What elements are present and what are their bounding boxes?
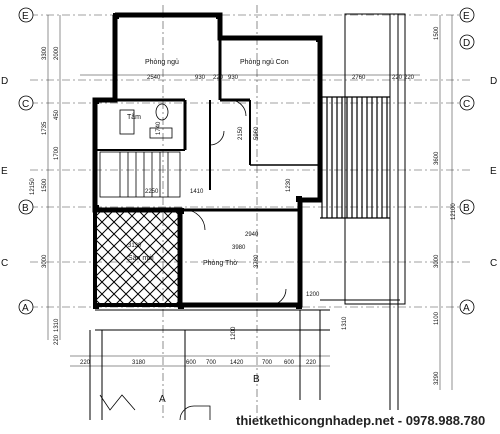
room-label-roof-terrace: Sân mái (128, 255, 154, 262)
dim-bottom: 3180 (132, 360, 146, 366)
dim-left: 450 (54, 109, 60, 120)
dim-right: 1500 (434, 26, 440, 40)
room-label-bathroom: Tắm (127, 112, 141, 121)
stair (99, 151, 181, 198)
dim-right: 3600 (434, 151, 440, 165)
dim-top: 2540 (147, 75, 161, 81)
dim-inner: 3130 (128, 243, 142, 249)
axis-label-e-left: E (22, 11, 29, 22)
dimension-lines (47, 15, 453, 390)
dim-bottom: 700 (206, 360, 217, 366)
dim-inner: 2150 (238, 126, 244, 140)
dim-left: 3300 (42, 46, 48, 60)
room-label-altar-room: Phòng Thờ (203, 260, 238, 267)
axis-label-b-left: B (22, 203, 29, 214)
dim-inner: 2250 (145, 189, 159, 195)
dim-top: 2760 (352, 75, 366, 81)
dim-inner: 2940 (245, 232, 259, 238)
dim-top: 930 (195, 75, 206, 81)
axis-label-c-right: C (463, 99, 470, 110)
dim-inner: 1230 (286, 178, 292, 192)
dim-inner: 12150 (30, 178, 36, 195)
axis-label-a-bottom: A (159, 394, 166, 405)
axis-label-c-left: C (22, 99, 29, 110)
dim-left: 1735 (42, 121, 48, 135)
axis-label-b-right: B (463, 203, 470, 214)
dim-inner: 3780 (254, 254, 260, 268)
axis-label-c-edge-left: C (1, 258, 8, 269)
room-label-bedroom: Phòng ngủ (145, 58, 179, 66)
axis-bubbles-right (459, 7, 475, 315)
dim-top: 930 (228, 75, 239, 81)
dim-inner: 1310 (342, 316, 348, 330)
dim-inner: 3980 (232, 245, 246, 251)
axis-label-e-edge-left: E (1, 166, 8, 177)
dim-inner: 1200 (231, 326, 237, 340)
dim-inner: 12100 (451, 203, 457, 220)
bathroom-fixtures (119, 103, 173, 139)
axis-bubbles-left (18, 7, 34, 315)
dim-left: 2000 (54, 46, 60, 60)
dim-bottom: 1420 (230, 360, 244, 366)
roof-terrace-hatch (95, 210, 180, 305)
axis-label-a-right: A (463, 303, 470, 314)
dim-right: 3000 (434, 254, 440, 268)
axis-label-d-right: D (463, 38, 470, 49)
dim-inner: 1200 (306, 292, 320, 298)
dim-top: 220 (392, 75, 403, 81)
axis-label-e-edge-right: E (490, 166, 497, 177)
pergola-slats (320, 96, 390, 219)
axis-label-c-edge-right: C (490, 258, 497, 269)
axis-label-e-right: E (463, 11, 470, 22)
dim-bottom: 600 (186, 360, 197, 366)
axis-label-b-bottom: B (253, 374, 260, 385)
dim-inner: 1740 (156, 121, 162, 135)
dim-inner: 1410 (190, 189, 204, 195)
dim-bottom: 220 (306, 360, 317, 366)
dim-inner: 5960 (254, 126, 260, 140)
lower-structure (89, 309, 330, 420)
dim-bottom: 700 (262, 360, 273, 366)
dim-left: 220 (54, 334, 60, 345)
door-swings (99, 99, 287, 421)
dim-left: 1310 (54, 318, 60, 332)
dim-right: 1100 (434, 311, 440, 325)
watermark-text: thietkethicongnhadep.net - 0978.988.780 (236, 413, 485, 428)
column-markers (93, 13, 322, 309)
dim-top: 220 (404, 75, 415, 81)
dim-top: 220 (213, 75, 224, 81)
room-label-kids-bedroom: Phòng ngủ Con (240, 58, 289, 66)
dim-left: 3000 (42, 254, 48, 268)
veranda-frame (320, 13, 406, 410)
dim-left: 1500 (42, 178, 48, 192)
dim-right: 3290 (434, 371, 440, 385)
dim-left: 1700 (54, 146, 60, 160)
axis-label-d-edge-right: D (490, 76, 497, 87)
axis-label-a-left: A (22, 303, 29, 314)
dim-bottom: 220 (80, 360, 91, 366)
axis-label-d-edge-left: D (1, 76, 8, 87)
dim-bottom: 600 (284, 360, 295, 366)
